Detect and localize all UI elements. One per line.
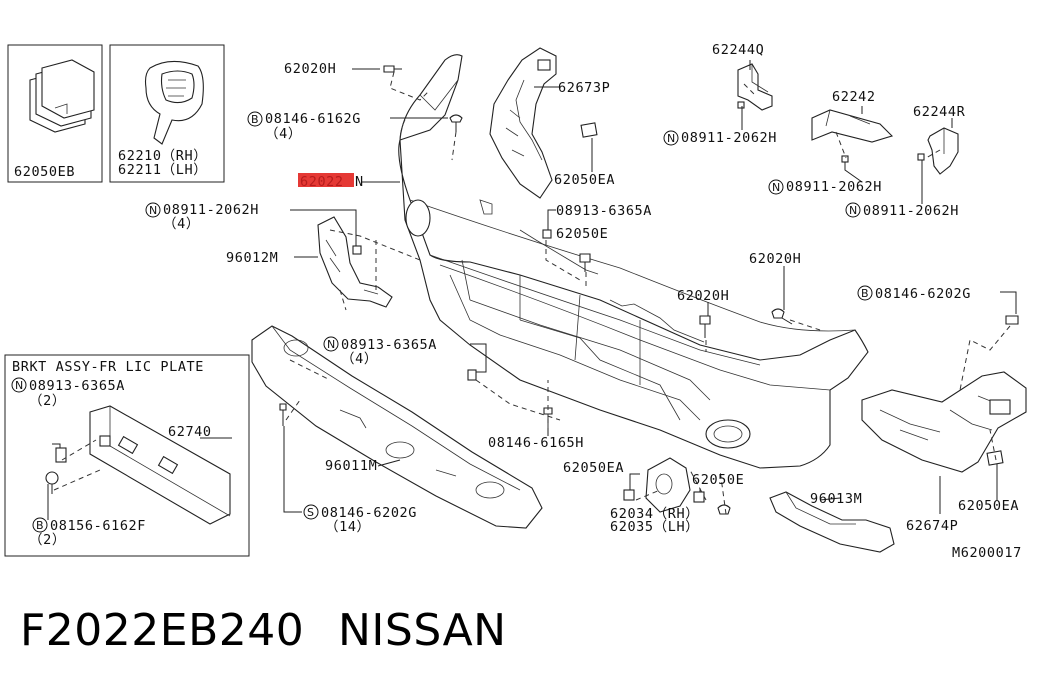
label-62050eb: 62050EB <box>14 164 75 180</box>
label-62020h-center: 62020H <box>677 288 729 304</box>
seal-icon <box>144 60 204 145</box>
circle-n-3: N <box>768 179 784 195</box>
circle-n-4: N <box>845 202 861 218</box>
label-62034: 62034（RH） <box>610 506 699 522</box>
label-08911-2062h-r1: 08911-2062H <box>681 130 777 146</box>
box-62210 <box>109 44 225 183</box>
label-62020h-top: 62020H <box>284 61 336 77</box>
label-qty-4-c: （4） <box>341 351 378 367</box>
clip-stack-icon <box>29 59 95 133</box>
svg-text:B: B <box>861 287 869 300</box>
label-08911-2062h-left: 08911-2062H <box>163 202 259 218</box>
circle-b-1: B <box>247 111 263 127</box>
fog-lamp-hole-right <box>705 419 751 449</box>
label-qty-4-b: （4） <box>163 216 200 232</box>
label-96012m: 96012M <box>226 250 278 266</box>
license-plate-bracket-62740 <box>89 405 231 525</box>
fog-bracket-62034 <box>645 457 691 513</box>
label-qty-4-a: （4） <box>265 126 302 142</box>
label-62022n-suffix: N <box>355 174 364 190</box>
box-license-plate-bracket <box>4 354 250 557</box>
figure-code: M6200017 <box>952 545 1022 561</box>
circle-s-1: S <box>303 504 319 520</box>
label-qty-2-b: （2） <box>29 532 66 548</box>
label-brkt-assy: BRKT ASSY-FR LIC PLATE <box>12 359 204 375</box>
svg-text:N: N <box>667 132 675 145</box>
label-08146-6162g: 08146-6162G <box>265 111 361 127</box>
label-62673p: 62673P <box>558 80 610 96</box>
label-08913-6365a-center: 08913-6365A <box>341 337 437 353</box>
label-62050ea-center: 62050EA <box>563 460 624 476</box>
label-08913-6365a-box: 08913-6365A <box>29 378 125 394</box>
svg-text:N: N <box>15 379 23 392</box>
label-62244r: 62244R <box>913 104 966 120</box>
bracket-62244q <box>737 63 773 111</box>
label-62210: 62210（RH） <box>118 148 207 164</box>
label-08146-6202g-right: 08146-6202G <box>875 286 971 302</box>
label-62035: 62035（LH） <box>610 519 699 535</box>
label-62050e-right: 62050E <box>692 472 744 488</box>
label-62244q: 62244Q <box>712 42 764 58</box>
label-08911-2062h-r2: 08911-2062H <box>786 179 882 195</box>
label-08156-6162f: 08156-6162F <box>50 518 146 534</box>
label-08146-6165h: 08146-6165H <box>488 435 584 451</box>
bolt-small-icon <box>45 471 59 494</box>
label-08913-6365a-mid: 08913-6365A <box>556 203 652 219</box>
label-08146-6202g-bottom: 08146-6202G <box>321 505 417 521</box>
label-62674p: 62674P <box>906 518 958 534</box>
label-qty-14: （14） <box>325 519 371 535</box>
cover-96013m <box>769 491 895 553</box>
circle-b-2: B <box>857 285 873 301</box>
svg-text:B: B <box>36 519 44 532</box>
label-62050ea-right: 62050EA <box>958 498 1019 514</box>
label-62242: 62242 <box>832 89 876 105</box>
side-bracket-62674p <box>861 371 1027 473</box>
label-62211: 62211（LH） <box>118 162 207 178</box>
upper-bracket-62673p <box>489 47 557 199</box>
circle-b-3: B <box>32 517 48 533</box>
svg-text:S: S <box>307 506 314 519</box>
svg-text:B: B <box>251 113 259 126</box>
brand-name: NISSAN <box>338 605 507 656</box>
leader-lines <box>47 60 1017 520</box>
circle-n-1: N <box>145 202 161 218</box>
part-number: F2022EB240 <box>20 605 304 656</box>
label-96013m: 96013M <box>810 491 862 507</box>
bracket-62242 <box>811 109 894 143</box>
box-62050eb <box>7 44 103 183</box>
label-62050e-mid: 62050E <box>556 226 608 242</box>
highlight-62022n <box>298 173 354 187</box>
label-62022-highlighted: 62022 <box>300 174 344 190</box>
clip-small-icon <box>55 447 67 463</box>
bracket-96012m <box>317 216 393 308</box>
reinforcement-96011m <box>251 325 543 529</box>
svg-text:N: N <box>772 181 780 194</box>
label-62020h-right: 62020H <box>749 251 801 267</box>
label-62050ea-top: 62050EA <box>554 172 615 188</box>
fog-lamp-hole-left <box>405 199 431 237</box>
dashed-guides <box>53 71 1011 515</box>
fasteners <box>279 65 1019 515</box>
svg-text:N: N <box>849 204 857 217</box>
circle-n-6: N <box>11 377 27 393</box>
svg-text:N: N <box>327 338 335 351</box>
label-qty-2-a: （2） <box>29 393 66 409</box>
bracket-62244r <box>927 127 959 175</box>
svg-text:N: N <box>149 204 157 217</box>
label-62740: 62740 <box>168 424 212 440</box>
circle-n-5: N <box>323 336 339 352</box>
circle-n-2: N <box>663 130 679 146</box>
label-08911-2062h-r3: 08911-2062H <box>863 203 959 219</box>
label-96011m: 96011M <box>325 458 377 474</box>
front-bumper-fascia <box>398 54 869 469</box>
